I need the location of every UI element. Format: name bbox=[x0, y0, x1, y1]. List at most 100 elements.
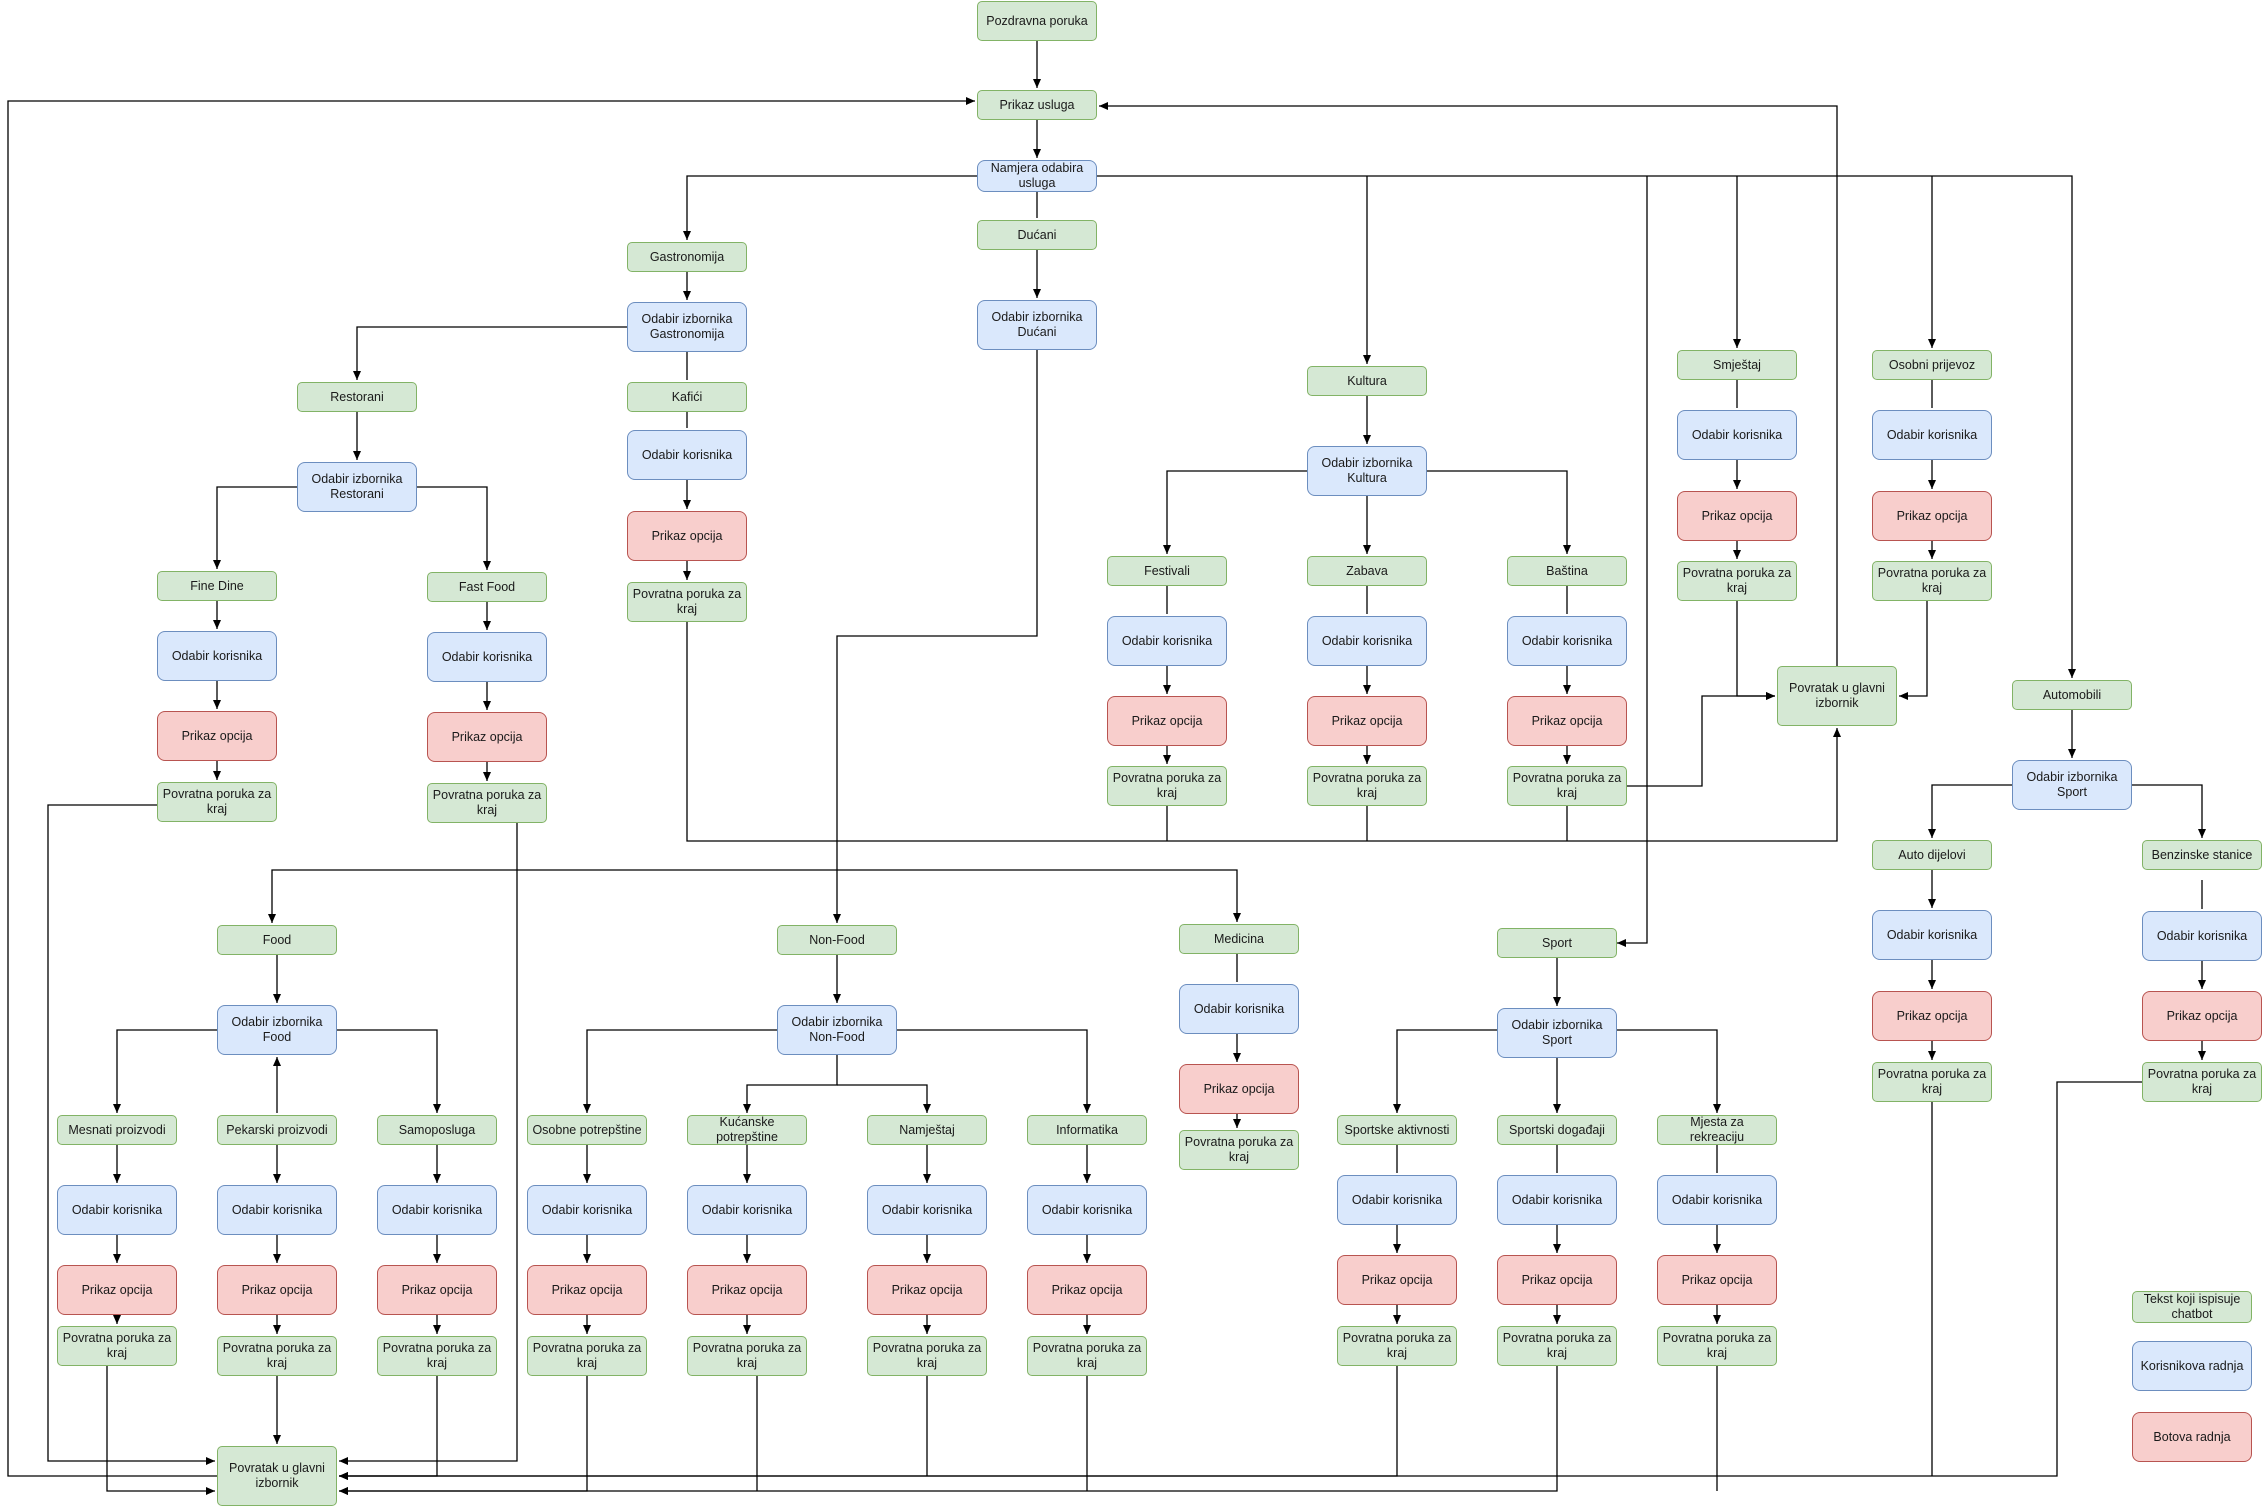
connector bbox=[1163, 470, 1307, 554]
node-odabir-gastro: Odabir izbornika Gastronomija bbox=[627, 302, 747, 352]
node-ku-pp: Povratna poruka za kraj bbox=[687, 1336, 807, 1376]
node-kaf-ok: Odabir korisnika bbox=[627, 430, 747, 480]
node-dogadaji: Sportski događaji bbox=[1497, 1115, 1617, 1145]
connector bbox=[113, 1029, 217, 1113]
node-os-pp: Povratna poruka za kraj bbox=[527, 1336, 647, 1376]
connector bbox=[1928, 784, 2012, 838]
connector bbox=[1427, 470, 1571, 554]
connector bbox=[2132, 784, 2206, 838]
node-smjestaj: Smještaj bbox=[1677, 350, 1797, 380]
node-op-po: Prikaz opcija bbox=[1872, 491, 1992, 541]
node-mesnati: Mesnati proizvodi bbox=[57, 1115, 177, 1145]
node-prijevoz: Osobni prijevoz bbox=[1872, 350, 1992, 380]
node-automobili: Automobili bbox=[2012, 680, 2132, 710]
node-informatika: Informatika bbox=[1027, 1115, 1147, 1145]
node-gastronomija: Gastronomija bbox=[627, 242, 747, 272]
node-pe-po: Prikaz opcija bbox=[217, 1265, 337, 1315]
connector bbox=[583, 1029, 777, 1113]
node-sm-ok: Odabir korisnika bbox=[1677, 410, 1797, 460]
node-pe-pp: Povratna poruka za kraj bbox=[217, 1336, 337, 1376]
node-na-pp: Povratna poruka za kraj bbox=[867, 1336, 987, 1376]
node-prikaz-usluga: Prikaz usluga bbox=[977, 90, 1097, 120]
connector bbox=[1899, 601, 1928, 700]
legend-user-swatch: Korisnikova radnja bbox=[2132, 1341, 2252, 1391]
node-restorani: Restorani bbox=[297, 382, 417, 412]
node-me-po: Prikaz opcija bbox=[57, 1265, 177, 1315]
node-sm-pp: Povratna poruka za kraj bbox=[1677, 561, 1797, 601]
connector bbox=[1627, 692, 1775, 787]
connector bbox=[417, 486, 491, 570]
node-bs-pp: Povratna poruka za kraj bbox=[2142, 1062, 2262, 1102]
connector bbox=[1617, 1029, 1721, 1113]
connector bbox=[268, 869, 277, 923]
connector bbox=[353, 326, 627, 380]
node-sa-po: Prikaz opcija bbox=[377, 1265, 497, 1315]
node-na-po: Prikaz opcija bbox=[867, 1265, 987, 1315]
node-povratak-bottom: Povratak u glavni izbornik bbox=[217, 1446, 337, 1506]
node-kaf-po: Prikaz opcija bbox=[627, 511, 747, 561]
node-ad-po: Prikaz opcija bbox=[1872, 991, 1992, 1041]
node-pe-ok: Odabir korisnika bbox=[217, 1185, 337, 1235]
node-mc-ok: Odabir korisnika bbox=[1179, 984, 1299, 1034]
connector bbox=[683, 175, 977, 240]
node-in-ok: Odabir korisnika bbox=[1027, 1185, 1147, 1235]
node-bastina: Baština bbox=[1507, 556, 1627, 586]
node-os-po: Prikaz opcija bbox=[527, 1265, 647, 1315]
connector bbox=[1097, 175, 2076, 678]
node-pozdrav: Pozdravna poruka bbox=[977, 1, 1097, 41]
legend-bot-swatch: Botova radnja bbox=[2132, 1412, 2252, 1462]
node-odabir-food: Odabir izbornika Food bbox=[217, 1005, 337, 1055]
node-na-ok: Odabir korisnika bbox=[867, 1185, 987, 1235]
node-osobne: Osobne potrepštine bbox=[527, 1115, 647, 1145]
connector bbox=[837, 1084, 931, 1113]
node-os-ok: Odabir korisnika bbox=[527, 1185, 647, 1235]
connector bbox=[1393, 1029, 1497, 1113]
node-povratak-top: Povratak u glavni izbornik bbox=[1777, 666, 1897, 726]
node-me-ok: Odabir korisnika bbox=[57, 1185, 177, 1235]
connector bbox=[47, 804, 217, 1465]
connector bbox=[277, 869, 1241, 922]
node-sd-ok: Odabir korisnika bbox=[1497, 1175, 1617, 1225]
connector bbox=[339, 1376, 588, 1495]
node-sa2-pp: Povratna poruka za kraj bbox=[1337, 1326, 1457, 1366]
connector bbox=[743, 1055, 838, 1113]
node-sa2-po: Prikaz opcija bbox=[1337, 1255, 1457, 1305]
node-odabir-auto: Odabir izbornika Sport bbox=[2012, 760, 2132, 810]
connector bbox=[1099, 102, 1838, 666]
node-ba-ok: Odabir korisnika bbox=[1507, 616, 1627, 666]
node-sport: Sport bbox=[1497, 928, 1617, 958]
node-op-ok: Odabir korisnika bbox=[1872, 410, 1992, 460]
node-mr-ok: Odabir korisnika bbox=[1657, 1175, 1777, 1225]
node-mc-pp: Povratna poruka za kraj bbox=[1179, 1130, 1299, 1170]
node-kafici: Kafići bbox=[627, 382, 747, 412]
connector bbox=[106, 1366, 215, 1495]
node-ba-po: Prikaz opcija bbox=[1507, 696, 1627, 746]
node-fe-pp: Povratna poruka za kraj bbox=[1107, 766, 1227, 806]
node-finedine: Fine Dine bbox=[157, 571, 277, 601]
node-fd-po: Prikaz opcija bbox=[157, 711, 277, 761]
node-festivali: Festivali bbox=[1107, 556, 1227, 586]
node-sd-po: Prikaz opcija bbox=[1497, 1255, 1617, 1305]
connector bbox=[686, 622, 1841, 842]
node-odabir-sport: Odabir izbornika Sport bbox=[1497, 1008, 1617, 1058]
node-rekreacija: Mjesta za rekreaciju bbox=[1657, 1115, 1777, 1145]
node-za-ok: Odabir korisnika bbox=[1307, 616, 1427, 666]
node-medicina: Medicina bbox=[1179, 924, 1299, 954]
node-odabir-nonfood: Odabir izbornika Non-Food bbox=[777, 1005, 897, 1055]
node-me-pp: Povratna poruka za kraj bbox=[57, 1326, 177, 1366]
node-sportske: Sportske aktivnosti bbox=[1337, 1115, 1457, 1145]
node-ducani: Dućani bbox=[977, 220, 1097, 250]
connector bbox=[339, 1366, 1398, 1480]
node-zabava: Zabava bbox=[1307, 556, 1427, 586]
node-ff-pp: Povratna poruka za kraj bbox=[427, 783, 547, 823]
node-fe-po: Prikaz opcija bbox=[1107, 696, 1227, 746]
node-odabir-ducani: Odabir izbornika Dućani bbox=[977, 300, 1097, 350]
node-kaf-pp: Povratna poruka za kraj bbox=[627, 582, 747, 622]
node-ad-pp: Povratna poruka za kraj bbox=[1872, 1062, 1992, 1102]
node-in-po: Prikaz opcija bbox=[1027, 1265, 1147, 1315]
node-za-pp: Povratna poruka za kraj bbox=[1307, 766, 1427, 806]
node-pekarski: Pekarski proizvodi bbox=[217, 1115, 337, 1145]
node-sa2-ok: Odabir korisnika bbox=[1337, 1175, 1457, 1225]
